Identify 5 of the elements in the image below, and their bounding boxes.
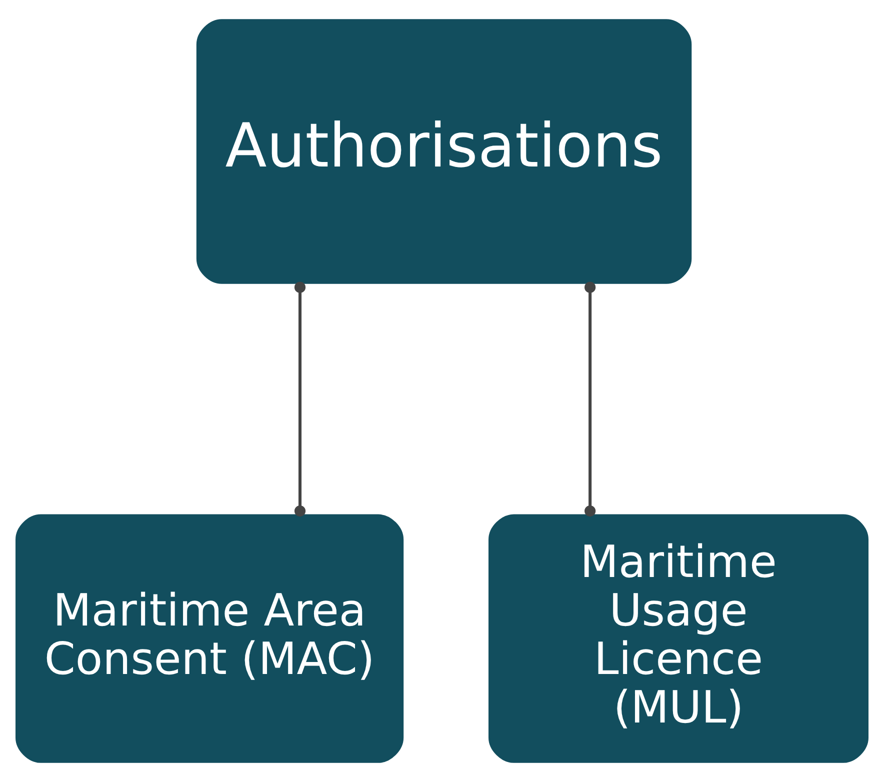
node-box: Maritime Usage Licence (MUL)	[488, 514, 868, 763]
node-box: Maritime Area Consent (MAC)	[16, 514, 404, 763]
connector	[294, 282, 306, 517]
node-box: Authorisations	[196, 19, 692, 284]
connector	[584, 282, 596, 517]
